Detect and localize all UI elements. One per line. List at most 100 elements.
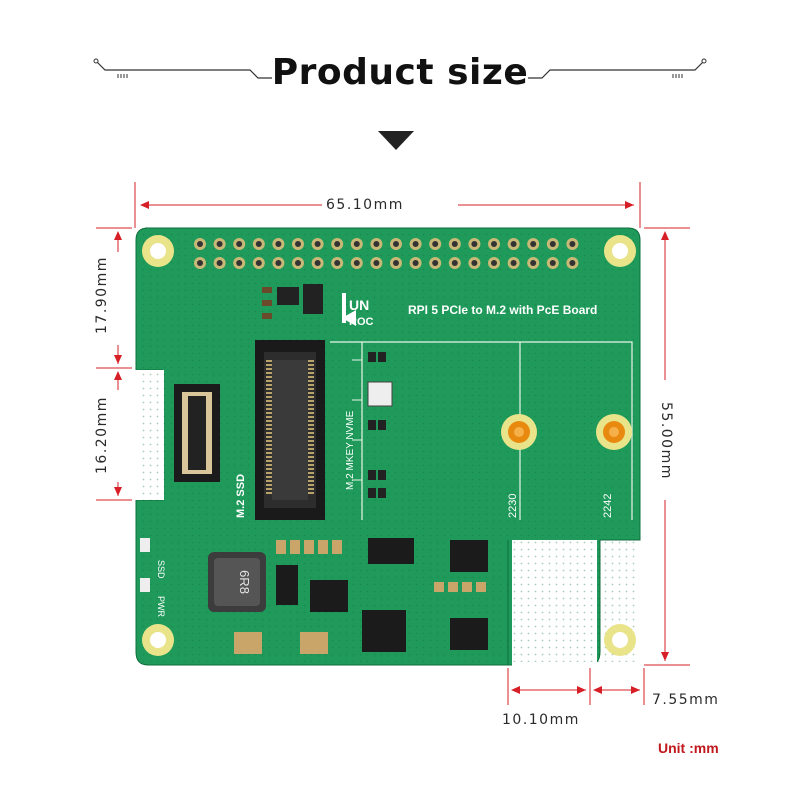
gpio-hole	[275, 260, 282, 266]
m2-pin	[266, 492, 272, 494]
standoffs	[501, 414, 632, 450]
m2-pin	[266, 408, 272, 410]
unit-label: Unit :mm	[658, 740, 719, 756]
gpio-hole	[569, 260, 576, 266]
m2-pin	[308, 476, 314, 478]
gpio-hole	[393, 260, 399, 266]
m2-pin	[266, 364, 272, 366]
gpio-hole	[353, 260, 360, 266]
gpio-hole	[432, 241, 439, 247]
m2-pin	[266, 440, 272, 442]
logo-line-1: UN	[349, 297, 369, 313]
gpio-hole	[530, 260, 537, 266]
m2-pin	[308, 404, 314, 406]
m2-pin	[266, 436, 272, 438]
page-title: Product size	[271, 52, 529, 93]
gpio-hole	[471, 260, 478, 266]
mounting-holes	[142, 235, 636, 656]
m2-pin	[308, 364, 314, 366]
m2-pin	[308, 452, 314, 454]
gpio-hole	[216, 260, 223, 266]
m2-pin	[308, 388, 314, 390]
m2-pin	[308, 408, 314, 410]
m2-pin	[266, 388, 272, 390]
gpio-hole	[412, 241, 419, 247]
m2-pin	[266, 368, 272, 370]
m2-pin	[308, 436, 314, 438]
gpio-hole	[549, 241, 556, 247]
gpio-hole	[334, 260, 341, 266]
board-cutout	[512, 540, 597, 668]
m2-pin	[308, 484, 314, 486]
gpio-hole	[255, 241, 262, 247]
gpio-hole	[353, 241, 360, 247]
m2-pin	[308, 488, 314, 490]
m2-pin	[308, 400, 314, 402]
m2-pin	[308, 440, 314, 442]
m2-pin	[266, 480, 272, 482]
dimension-right-height: 55.00mm	[658, 402, 674, 480]
m2-pin	[308, 368, 314, 370]
gpio-hole	[451, 241, 458, 247]
fpc-connector	[174, 384, 220, 482]
m2-pin	[308, 456, 314, 458]
gpio-hole	[275, 241, 282, 247]
gpio-hole	[510, 241, 517, 247]
dimension-width-top: 65.10mm	[326, 197, 404, 213]
m2-pin	[266, 468, 272, 470]
m2-pin	[266, 432, 272, 434]
m2-pin	[266, 476, 272, 478]
m2-pin	[266, 484, 272, 486]
gpio-hole	[197, 260, 203, 266]
dimension-left-lower: 16.20mm	[94, 396, 110, 474]
m2-pin	[266, 428, 272, 430]
m2-pin	[266, 384, 272, 386]
m2-connector	[255, 340, 325, 520]
m2-pin	[266, 488, 272, 490]
m2-pin	[266, 404, 272, 406]
m2-pin	[308, 396, 314, 398]
gpio-hole	[412, 260, 419, 266]
m2-pin	[266, 376, 272, 378]
gpio-hole	[314, 260, 321, 266]
gpio-hole	[549, 260, 556, 266]
m2-pin	[308, 492, 314, 494]
led-label-ssd: SSD	[156, 560, 166, 579]
gpio-hole	[334, 241, 341, 247]
down-arrow-icon	[378, 131, 414, 150]
gpio-hole	[510, 260, 517, 266]
logo-line-2: ROC	[349, 316, 374, 328]
connector-label: M.2 MKEY NVME	[345, 410, 356, 490]
m2-pin	[308, 392, 314, 394]
m2-pin	[266, 400, 272, 402]
gpio-hole	[373, 241, 380, 247]
gpio-hole	[373, 260, 380, 266]
m2-pin	[308, 380, 314, 382]
m2-pin	[266, 416, 272, 418]
m2-pin	[308, 420, 314, 422]
gpio-hole	[236, 241, 243, 247]
m2-pin	[308, 480, 314, 482]
dimension-bottom-cutout: 10.10mm	[502, 712, 580, 728]
gpio-hole	[471, 241, 478, 247]
slot-label-2230: 2230	[507, 494, 519, 518]
m2-pin	[308, 372, 314, 374]
gpio-hole	[451, 260, 458, 266]
m2-pin	[266, 396, 272, 398]
gpio-hole	[569, 241, 576, 247]
m2-pin	[266, 424, 272, 426]
m2-pin	[308, 412, 314, 414]
m2-pin	[308, 432, 314, 434]
m2-pin	[308, 472, 314, 474]
m2-pin	[266, 360, 272, 362]
m2-pin	[308, 428, 314, 430]
m2-pin	[266, 372, 272, 374]
dimension-bottom-right: 7.55mm	[652, 692, 720, 708]
m2-pin	[266, 420, 272, 422]
m2-pin	[266, 456, 272, 458]
gpio-hole	[255, 260, 262, 266]
gpio-hole	[295, 241, 301, 247]
gpio-hole	[314, 241, 321, 247]
m2-pin	[266, 380, 272, 382]
